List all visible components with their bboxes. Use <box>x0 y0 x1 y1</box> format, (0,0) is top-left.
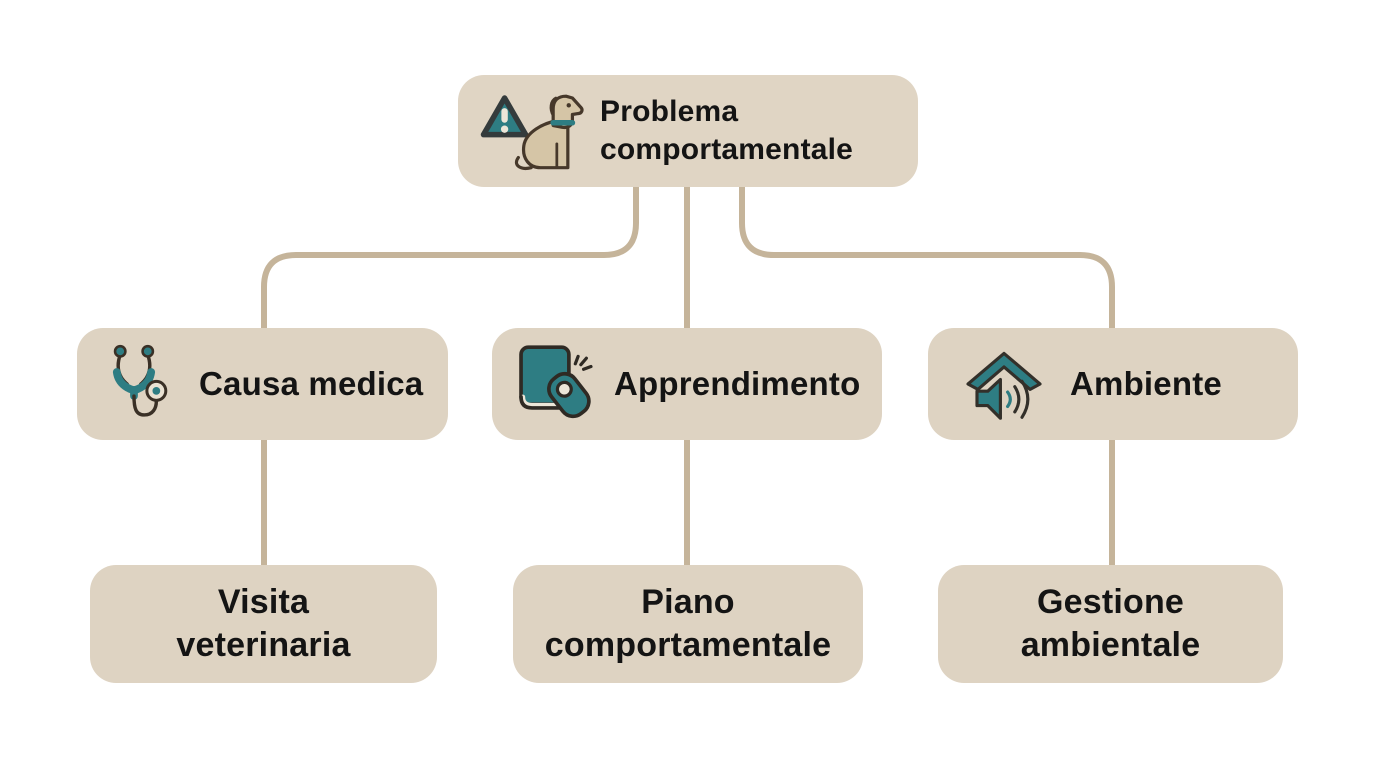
label-line-1: Visita <box>217 582 310 621</box>
node-label: Piano comportamentale <box>545 581 831 667</box>
node-label: Ambiente <box>1070 363 1222 405</box>
label-line-1: Problema <box>600 94 739 128</box>
book-clicker-icon <box>519 345 593 419</box>
label-line-1: Ambiente <box>1070 365 1222 403</box>
node-apprendimento: Apprendimento <box>492 328 882 440</box>
node-label: Gestione ambientale <box>1021 581 1201 667</box>
label-line-1: Gestione <box>1036 582 1185 621</box>
label-line-1: Causa medica <box>199 365 424 403</box>
label-line-2: comportamentale <box>544 626 832 664</box>
node-label: Problema comportamentale <box>600 93 853 169</box>
label-line-2: veterinaria <box>176 626 351 664</box>
node-piano-comportamentale: Piano comportamentale <box>513 565 863 683</box>
label-line-2: comportamentale <box>600 133 854 166</box>
label-line-2: ambientale <box>1020 626 1201 664</box>
node-ambiente: Ambiente <box>928 328 1298 440</box>
warning-dog-icon <box>480 94 584 170</box>
node-gestione-ambientale: Gestione ambientale <box>938 565 1283 683</box>
node-label: Apprendimento <box>614 363 860 405</box>
label-line-1: Piano <box>641 582 735 621</box>
node-label: Causa medica <box>199 363 423 405</box>
house-speaker-icon <box>966 351 1042 420</box>
node-label: Visita veterinaria <box>176 581 350 667</box>
node-visita-veterinaria: Visita veterinaria <box>90 565 437 683</box>
label-line-1: Apprendimento <box>614 365 861 403</box>
node-problema-comportamentale: Problema comportamentale <box>458 75 918 187</box>
stethoscope-icon <box>112 344 168 417</box>
node-causa-medica: Causa medica <box>77 328 448 440</box>
edge-problema-causa-medica <box>261 187 639 328</box>
edge-problema-ambiente <box>739 187 1115 328</box>
